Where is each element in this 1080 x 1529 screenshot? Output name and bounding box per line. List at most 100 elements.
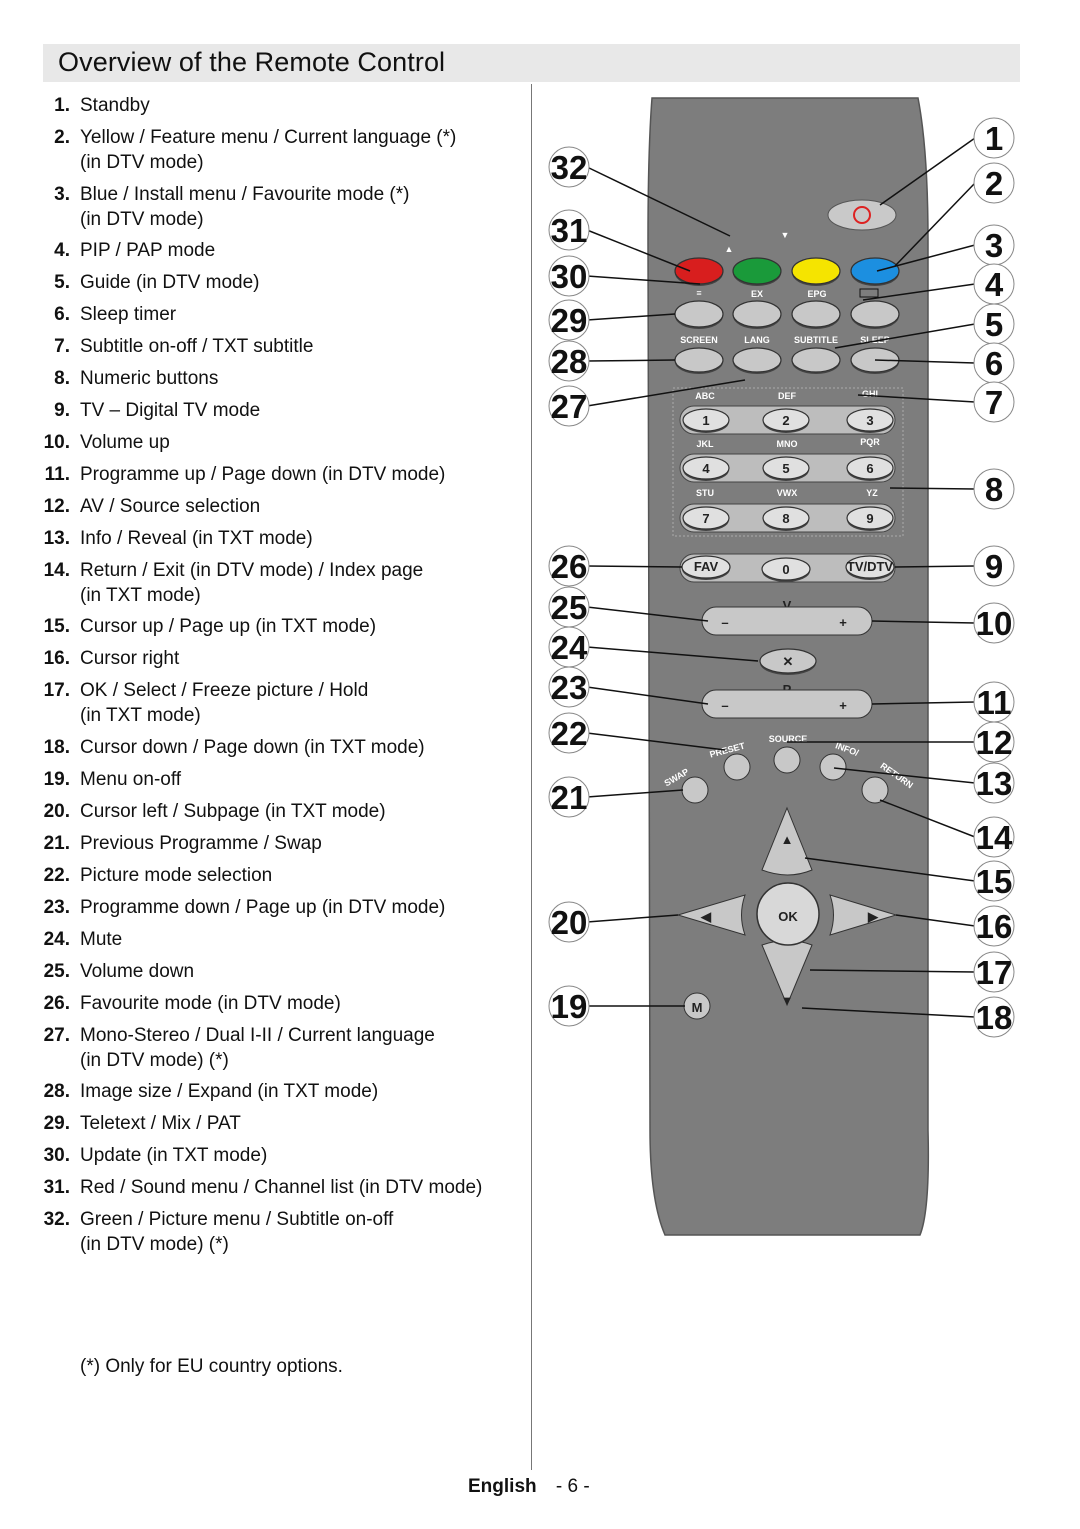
callout-number: 32 [551,149,588,186]
fav-label: FAV [694,559,719,574]
item-number: 4. [54,240,70,261]
callout-number: 13 [976,765,1013,802]
callout-circle [548,385,590,427]
item-number: 28. [43,1081,70,1102]
callout-number: 1 [985,120,1003,157]
item-text: Cursor left / Subpage (in TXT mode) [80,801,386,822]
key-letters: DEF [778,391,797,401]
item-text: Guide (in DTV mode) [80,272,260,293]
page-up-icon: ▲ [725,244,734,254]
callout-number: 20 [551,904,588,941]
zero-button [761,557,811,581]
callout-circle [973,545,1015,587]
row-label: SUBTITLE [794,335,838,345]
swap-button [681,776,709,804]
callout-number: 28 [551,343,588,380]
volume-label: V [783,598,792,613]
callout-line [895,914,976,927]
item-text: Sleep timer [80,304,177,325]
blue-button [850,257,900,285]
item-number: 14. [43,560,70,581]
number-key [682,506,730,530]
callout-line [834,323,976,349]
callout-line [586,313,676,321]
callout-number: 22 [551,715,588,752]
key-letters: ABC [695,391,715,401]
item-number: 3. [54,184,70,205]
footnote: (*) Only for EU country options. [80,1356,343,1377]
number-key-label: 4 [702,461,710,476]
row-label: LANG [744,335,770,345]
cursor-left-button [676,894,746,936]
callout-number: 12 [976,724,1013,761]
callout-line [833,767,976,784]
number-key [846,456,894,480]
row-label: SCREEN [680,335,718,345]
item-text: Programme down / Page up (in DTV mode) [80,897,446,918]
callout-line [801,1007,976,1018]
callout-line [586,732,726,751]
callout-line [586,379,746,407]
item-number: 18. [43,737,70,758]
callout-line [874,359,976,364]
callout-circle [973,762,1015,804]
item-number: 20. [43,801,70,822]
callout-number: 31 [551,212,588,249]
key-letters: MNO [777,439,798,449]
callout-line [871,701,976,705]
red-button [674,257,724,285]
callout-number: 21 [551,779,588,816]
item-text: Mute [80,929,123,950]
ok-button [756,882,820,946]
item-text: Return / Exit (in DTV mode) / Index page… [80,560,424,606]
item-text: Programme up / Page down (in DTV mode) [80,464,446,485]
number-key [682,408,730,432]
callout-number: 5 [985,306,1003,343]
callout-number: 14 [976,819,1013,856]
callout-number: 6 [985,345,1003,382]
item-number: 13. [43,528,70,549]
callout-line [586,914,679,923]
power-icon [853,206,871,224]
numpad-frame [672,387,904,537]
item-text: Red / Sound menu / Channel list (in DTV … [80,1177,483,1198]
item-text: Picture mode selection [80,865,273,886]
item-number: 15. [43,616,70,637]
item-text: Cursor up / Page up (in TXT mode) [80,616,377,637]
item-number: 8. [54,368,70,389]
item-text: Cursor down / Page down (in TXT mode) [80,737,425,758]
number-key-label: 2 [782,413,789,428]
menu-label: M [692,1000,703,1015]
item-number: 24. [43,929,70,950]
callout-circle [548,545,590,587]
number-key-label: 3 [866,413,873,428]
callout-line [586,686,709,705]
item-number: 27. [43,1025,70,1046]
key-letters: VWX [777,488,798,498]
item-number: 17. [43,680,70,701]
green-button [732,257,782,285]
item-number: 10. [43,432,70,453]
footer-language: English [468,1476,537,1497]
item-text: Previous Programme / Swap [80,833,322,854]
volume-up-label: + [839,615,847,630]
item-text: Teletext / Mix / PAT [80,1113,241,1134]
tv-dtv-button [845,555,895,579]
callout-number: 24 [551,629,588,666]
callout-circle [548,299,590,341]
callout-circle [548,340,590,382]
callout-line [586,646,759,662]
cursor-up-button [761,806,813,876]
item-number: 26. [43,993,70,1014]
function-button-row3 [674,347,724,373]
callout-line [894,565,976,568]
number-key-label: 6 [866,461,873,476]
teletext-icon: ≡ [696,288,701,298]
yellow-button [791,257,841,285]
number-key [846,408,894,432]
tv-dtv-label: TV/DTV [847,559,894,574]
item-number: 1. [54,95,70,116]
item-text: Numeric buttons [80,368,219,389]
source-label: SOURCE [769,734,808,744]
